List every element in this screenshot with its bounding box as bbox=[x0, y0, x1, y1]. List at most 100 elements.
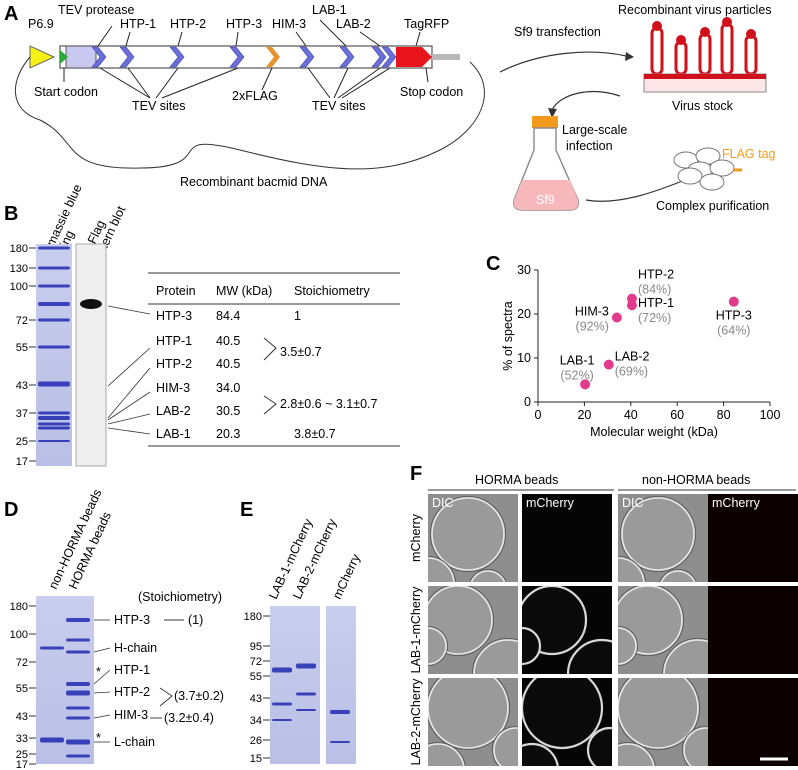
label-lab2: LAB-2 bbox=[336, 17, 371, 31]
gel-band bbox=[38, 345, 70, 349]
y-tick-label: 10 bbox=[517, 351, 531, 365]
label-transfection: Sf9 transfection bbox=[514, 25, 601, 39]
x-tick-label: 100 bbox=[760, 408, 781, 422]
flask-label: Sf9 bbox=[536, 193, 555, 207]
marker-label: 43 bbox=[250, 693, 262, 705]
scatter-point bbox=[626, 300, 637, 311]
gel-band bbox=[296, 692, 316, 696]
point-label: HTP-1 bbox=[638, 296, 674, 310]
channel-label: DIC bbox=[432, 496, 454, 510]
lane-label-mcherry: mCherry bbox=[330, 551, 363, 601]
stop-tail bbox=[432, 54, 460, 60]
mcherry-image bbox=[708, 678, 798, 766]
mcherry-image bbox=[708, 586, 798, 674]
tev-protease-region bbox=[65, 45, 97, 69]
bead bbox=[618, 678, 699, 749]
label-tev-sites-2: TEV sites bbox=[312, 99, 366, 113]
2xflag-marker bbox=[266, 47, 280, 67]
channel-label: mCherry bbox=[712, 496, 761, 510]
band-label: HTP-2 bbox=[114, 685, 150, 699]
infection-arrow bbox=[551, 91, 621, 111]
marker-label: 34 bbox=[250, 715, 262, 727]
scatter-point bbox=[728, 296, 739, 307]
marker-label: 55 bbox=[250, 671, 262, 683]
marker-label: 37 bbox=[16, 408, 28, 420]
panel-label-f: F bbox=[410, 463, 422, 485]
bead bbox=[566, 638, 612, 674]
table-cell-stoich: 3.8±0.7 bbox=[294, 427, 336, 441]
scatter-point bbox=[611, 312, 622, 323]
gel-band bbox=[38, 426, 70, 430]
bead bbox=[428, 557, 455, 582]
point-coverage: (52%) bbox=[560, 368, 593, 382]
gel-band bbox=[38, 416, 70, 420]
label-virus-particles: Recombinant virus particles bbox=[618, 3, 772, 17]
mcherry-image: mCherry bbox=[708, 494, 798, 582]
label-htp1: HTP-1 bbox=[120, 17, 156, 31]
x-tick-label: 20 bbox=[577, 408, 591, 422]
table-cell-protein: HTP-1 bbox=[156, 334, 192, 348]
transfection-arrow bbox=[499, 51, 627, 73]
table-cell-mw: 40.5 bbox=[216, 334, 240, 348]
band-label: HIM-3 bbox=[114, 708, 148, 722]
label-stop-codon: Stop codon bbox=[400, 85, 463, 99]
label-p69: P6.9 bbox=[28, 17, 54, 31]
gel-band bbox=[66, 650, 90, 654]
band-leader bbox=[93, 647, 111, 653]
x-tick-label: 40 bbox=[624, 408, 638, 422]
bead bbox=[522, 678, 604, 750]
bead bbox=[618, 743, 655, 766]
scatter-point bbox=[603, 359, 614, 370]
channel-label: DIC bbox=[622, 496, 644, 510]
bead bbox=[618, 627, 637, 665]
x-tick-label: 60 bbox=[670, 408, 684, 422]
panel-label-d: D bbox=[4, 499, 18, 521]
marker-label: 17 bbox=[16, 456, 28, 468]
point-coverage: (64%) bbox=[717, 324, 750, 338]
marker-label: 100 bbox=[10, 629, 28, 641]
label-htp2: HTP-2 bbox=[170, 17, 206, 31]
stoich-value: (1) bbox=[188, 613, 203, 627]
marker-label: 43 bbox=[16, 380, 28, 392]
label-virus-stock: Virus stock bbox=[672, 99, 734, 113]
coomassie-gel bbox=[36, 244, 72, 466]
gel-band bbox=[38, 440, 70, 442]
scatter-point bbox=[580, 379, 591, 390]
band-leader bbox=[93, 669, 111, 685]
marker-label: 25 bbox=[16, 749, 28, 761]
marker-label: 72 bbox=[250, 656, 262, 668]
gel-band bbox=[38, 302, 70, 306]
gel-to-table-leaders bbox=[107, 305, 151, 435]
table-header-protein: Protein bbox=[156, 284, 196, 298]
y-tick-label: 30 bbox=[517, 263, 531, 277]
gel-band bbox=[38, 246, 70, 250]
mcherry-image bbox=[522, 586, 612, 674]
gel-band bbox=[66, 638, 90, 642]
marker-label: 25 bbox=[16, 436, 28, 448]
band-label: HTP-1 bbox=[114, 663, 150, 677]
table-cell-stoich: 1 bbox=[294, 309, 301, 323]
start-codon-marker bbox=[60, 50, 68, 64]
virus-spikes bbox=[652, 17, 756, 45]
label-flag-tag: FLAG tag bbox=[722, 147, 776, 161]
label-large-scale-1: Large-scale bbox=[562, 123, 627, 137]
gel-band bbox=[38, 266, 70, 270]
mcherry-image bbox=[522, 678, 612, 766]
table-cell-mw: 30.5 bbox=[216, 404, 240, 418]
gel-band bbox=[66, 618, 90, 622]
table-cell-protein: HTP-2 bbox=[156, 357, 192, 371]
stoich-title: (Stoichiometry) bbox=[138, 590, 222, 604]
bead bbox=[473, 639, 518, 674]
bead bbox=[493, 727, 518, 766]
dic-image bbox=[618, 586, 708, 674]
marker-label: 15 bbox=[250, 753, 262, 765]
stoich-value: (3.2±0.4) bbox=[164, 711, 214, 725]
d-band-labels: HTP-3H-chainHTP-1HTP-2HIM-3L-chain(1)(3.… bbox=[93, 613, 224, 749]
label-2xflag: 2xFLAG bbox=[232, 89, 278, 103]
table-cell-mw: 40.5 bbox=[216, 357, 240, 371]
point-coverage: (72%) bbox=[638, 311, 671, 325]
panel-label-b: B bbox=[4, 203, 18, 225]
